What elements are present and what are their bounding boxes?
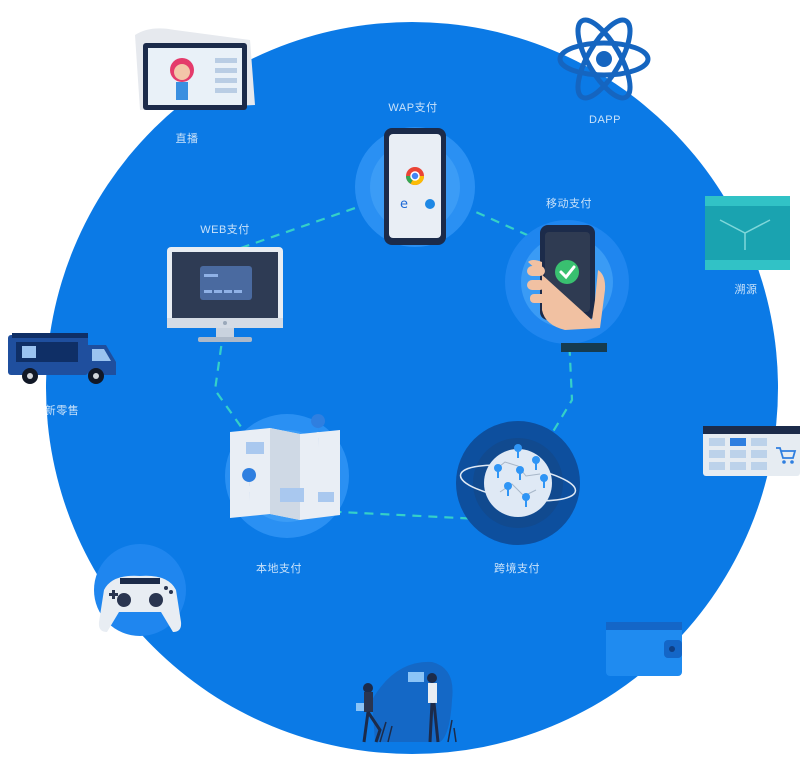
globe-pins-icon xyxy=(456,421,580,545)
food-truck-icon xyxy=(8,333,116,384)
phone-browser-icon: e xyxy=(355,127,475,247)
live-stream-tablet-icon xyxy=(135,28,255,111)
label-trace: 溯源 xyxy=(734,284,758,296)
svg-text:e: e xyxy=(400,197,408,212)
label-live: 直播 xyxy=(175,133,199,145)
label-new-retail: 新零售 xyxy=(44,405,80,417)
shopping-cart-calendar-icon xyxy=(703,426,800,476)
label-dapp: DAPP xyxy=(589,114,621,126)
react-atom-icon xyxy=(557,17,651,101)
label-web-pay: WEB支付 xyxy=(200,224,250,236)
map-pin-icon xyxy=(225,414,349,538)
hand-phone-check-icon xyxy=(505,220,629,352)
label-wap-pay: WAP支付 xyxy=(388,102,438,114)
main-circle xyxy=(46,22,778,754)
wallet-icon xyxy=(606,622,682,676)
label-cross-border-pay: 跨境支付 xyxy=(494,563,540,575)
desktop-monitor-icon xyxy=(167,247,283,342)
people-chat-icon xyxy=(356,661,457,743)
label-mobile-pay: 移动支付 xyxy=(546,198,592,210)
trace-card-icon xyxy=(705,196,790,270)
label-local-pay: 本地支付 xyxy=(256,563,302,575)
game-controller-icon xyxy=(94,544,186,636)
